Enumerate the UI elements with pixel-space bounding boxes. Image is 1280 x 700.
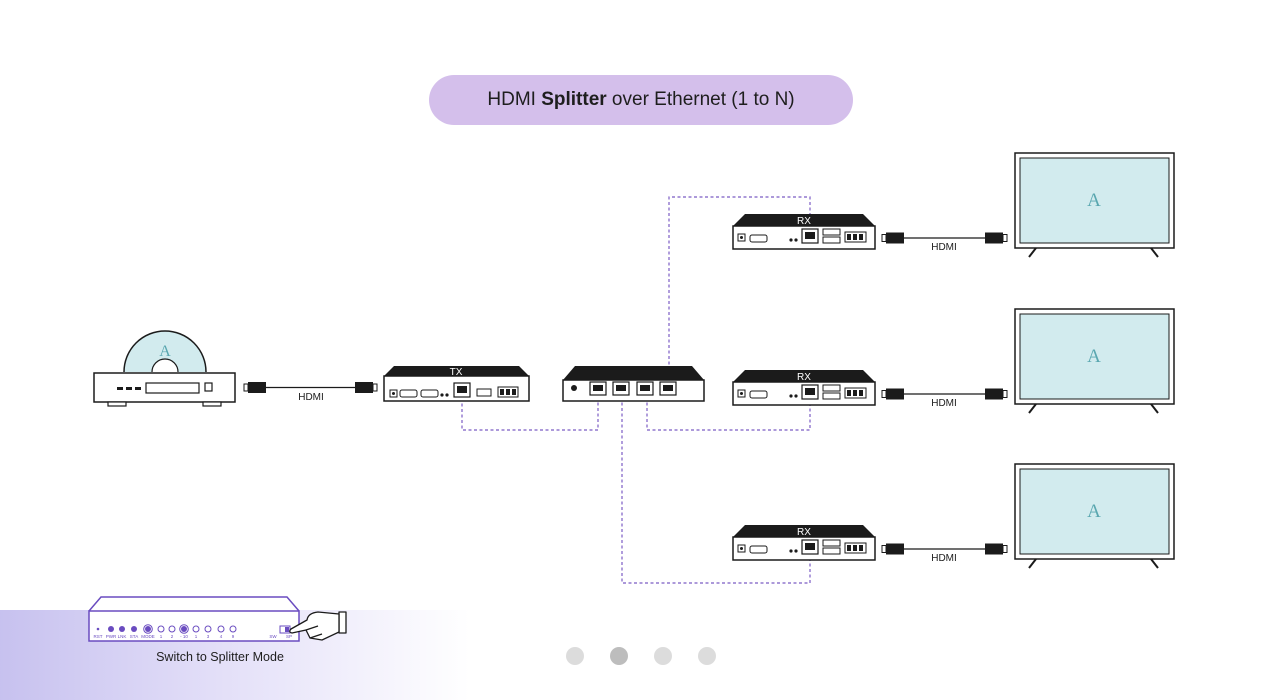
indicator-label: LNK — [118, 634, 127, 639]
indicator-3: LNK — [118, 626, 127, 639]
pointing-hand-icon — [289, 611, 347, 641]
pagination-dot-3[interactable] — [654, 647, 672, 665]
indicator-label: - 10 — [180, 634, 188, 639]
indicator-label: PWR — [106, 634, 117, 639]
hdmi-plug-icon — [355, 382, 373, 393]
network-switch — [562, 366, 705, 402]
hdmi-port-icon — [749, 234, 768, 243]
hdmi-plug-icon — [886, 543, 904, 555]
link-switch-rx2 — [646, 397, 811, 431]
disc-hole — [151, 358, 179, 373]
receiver-3: RX HDMI A — [732, 463, 1175, 569]
screen-letter: A — [1087, 190, 1101, 211]
indicator-label: MODE — [141, 634, 155, 639]
usb-port-icon — [822, 539, 841, 547]
receiver-2: RX HDMI A — [732, 308, 1175, 414]
link-switch-rx1 — [668, 196, 811, 370]
diagram-title: HDMI Splitter over Ethernet (1 to N) — [429, 75, 853, 125]
source-hdmi-cable: HDMI — [243, 382, 378, 403]
rx-label: RX — [797, 527, 811, 538]
indicator-1: RST — [94, 627, 103, 639]
disc-tray — [145, 382, 200, 394]
indicator-8: - 10 — [179, 624, 189, 639]
indicator-12: 9 — [229, 625, 237, 639]
usb-port-icon — [822, 392, 841, 400]
hdmi-plug-icon — [985, 232, 1003, 244]
indicator-2: PWR — [106, 626, 117, 639]
rx-label: RX — [797, 372, 811, 383]
hdmi-plug-icon — [985, 543, 1003, 555]
indicator-label: 1 — [160, 634, 163, 639]
source-cable-label: HDMI — [298, 392, 324, 403]
power-button-icon — [204, 382, 213, 392]
indicator-label: 2 — [171, 634, 174, 639]
tv-display-3: A — [1014, 463, 1175, 569]
title-prefix: HDMI — [487, 89, 542, 110]
switch-label-sp: SP — [286, 634, 292, 639]
pagination-dots — [566, 647, 716, 665]
hdmi-plug-icon — [886, 388, 904, 400]
tv-display-1: A — [1014, 152, 1175, 258]
hdmi-plug-icon — [886, 232, 904, 244]
usb-port-icon — [822, 228, 841, 236]
usb-port-icon — [822, 547, 841, 555]
hdmi-port-icon — [749, 390, 768, 399]
indicator-11: 4 — [217, 625, 225, 639]
disc-letter: A — [159, 343, 171, 360]
link-tx-switch — [461, 397, 599, 431]
indicator-7: 2 — [168, 625, 176, 639]
screen-letter: A — [1087, 501, 1101, 522]
hdmi-port-icon — [399, 389, 418, 398]
tv-display-2: A — [1014, 308, 1175, 414]
rx-cable-label: HDMI — [931, 398, 957, 409]
rx-label: RX — [797, 216, 811, 227]
link-switch-rx3 — [621, 397, 811, 584]
receiver-1: RX HDMI A — [732, 152, 1175, 258]
indicator-label: RST — [94, 634, 103, 639]
tx-label: TX — [450, 367, 463, 378]
rx-cable-label: HDMI — [931, 553, 957, 564]
pagination-dot-4[interactable] — [698, 647, 716, 665]
hdmi-port-icon — [420, 389, 439, 398]
usb-port-icon — [822, 384, 841, 392]
indicator-label: 4 — [220, 634, 223, 639]
disc-player: A — [93, 330, 236, 407]
hdmi-plug-icon — [248, 382, 266, 393]
indicator-9: 1 — [192, 625, 200, 639]
switch-label-sw: SW — [269, 634, 277, 639]
indicator-5: MODE — [141, 624, 155, 639]
pagination-dot-1[interactable] — [566, 647, 584, 665]
hdmi-port-icon — [749, 545, 768, 554]
indicator-label: 3 — [207, 634, 210, 639]
indicator-label: 9 — [232, 634, 235, 639]
indicator-6: 1 — [157, 625, 165, 639]
screen-letter: A — [1087, 346, 1101, 367]
rx-cable-label: HDMI — [931, 242, 957, 253]
indicator-10: 3 — [204, 625, 212, 639]
indicator-label: 1 — [195, 634, 198, 639]
hdmi-plug-icon — [985, 388, 1003, 400]
ethernet-links — [461, 196, 811, 584]
title-suffix: over Ethernet (1 to N) — [606, 89, 795, 110]
disc-icon — [123, 330, 207, 373]
mode-caption: Switch to Splitter Mode — [156, 650, 284, 664]
title-bold-word: Splitter — [541, 89, 607, 110]
indicator-4: STA — [130, 626, 138, 639]
usb-port-icon — [822, 236, 841, 244]
pagination-dot-2[interactable] — [610, 647, 628, 665]
indicator-label: STA — [130, 634, 138, 639]
receivers: RX HDMI A RX HDMI A RX HDMI A — [732, 152, 1175, 569]
tx-transmitter: TX — [383, 366, 530, 402]
